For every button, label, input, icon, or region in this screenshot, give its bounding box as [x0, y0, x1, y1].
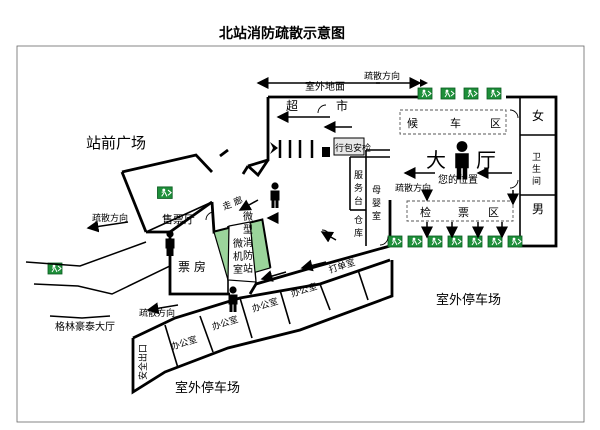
baggage-check-label: 行包安检 — [335, 142, 371, 154]
baggage-check-box — [333, 137, 365, 156]
server-room — [227, 221, 257, 283]
supermarket-label: 超 — [286, 98, 298, 113]
person-icon — [270, 182, 280, 208]
svg-text:机: 机 — [233, 250, 243, 263]
scanner-icon — [322, 147, 330, 157]
you-are-here-person-icon — [455, 141, 469, 180]
gate-arrow-icon — [270, 142, 278, 154]
arrow-head-icon — [420, 79, 428, 87]
svg-text:生: 生 — [532, 163, 541, 175]
svg-text:市: 市 — [336, 98, 348, 113]
svg-text:室: 室 — [233, 263, 243, 276]
svg-text:区: 区 — [490, 117, 501, 130]
service-desk-label: 服 — [354, 170, 363, 181]
evac-direction-label: 疏散方向 — [395, 182, 431, 194]
svg-text:区: 区 — [488, 206, 499, 219]
gates — [278, 140, 314, 158]
svg-text:站: 站 — [243, 262, 253, 275]
ticket-office-label: 票 房 — [178, 259, 206, 274]
evacuation-arrows — [86, 77, 519, 315]
check-area — [406, 200, 514, 222]
svg-text:务: 务 — [354, 182, 363, 194]
waiting-area — [399, 109, 507, 135]
office-label: 办公室 — [210, 313, 239, 333]
mother-baby-room-label: 母 — [372, 185, 381, 196]
toilet-label: 卫 — [532, 153, 541, 163]
you-are-here-label: 您的位置 — [438, 173, 478, 186]
station-square-label: 站前广场 — [86, 134, 146, 152]
check-area-label: 检 — [420, 205, 431, 219]
svg-text:防: 防 — [243, 249, 253, 262]
svg-text:车: 车 — [450, 116, 461, 130]
ticket-hall-label: 售票厅 — [162, 212, 195, 226]
svg-text:消: 消 — [243, 236, 253, 249]
outdoor-ground-label: 室外地面 — [305, 80, 345, 93]
waiting-area-label: 候 — [407, 116, 418, 130]
svg-text:型: 型 — [243, 223, 253, 236]
svg-text:婴: 婴 — [372, 198, 381, 209]
men-toilet-label: 男 — [532, 202, 544, 216]
svg-text:厅: 厅 — [476, 148, 496, 172]
warehouse-label: 仓 — [354, 214, 363, 226]
svg-text:室: 室 — [372, 210, 381, 222]
svg-text:票: 票 — [458, 206, 469, 219]
person-icon — [228, 286, 238, 312]
evac-direction-label: 疏散方向 — [139, 307, 175, 319]
page-title: 北站消防疏散示意图 — [219, 25, 345, 42]
frame — [16, 45, 585, 423]
fire-station-label: 微 — [243, 210, 253, 223]
evac-direction-label: 疏散方向 — [364, 70, 400, 82]
svg-text:间: 间 — [532, 175, 541, 187]
outdoor-parking-label: 室外停车场 — [436, 292, 501, 308]
women-toilet-label: 女 — [532, 108, 544, 123]
hotel-label: 格林豪泰大厅 — [55, 320, 115, 333]
outdoor-parking-label: 室外停车场 — [175, 380, 240, 396]
office-label: 办公室 — [289, 280, 318, 300]
hall-label: 大 — [426, 148, 446, 172]
svg-text:库: 库 — [354, 227, 363, 239]
evac-direction-label: 疏散方向 — [92, 212, 128, 224]
svg-text:台: 台 — [354, 195, 363, 207]
office-label: 办公室 — [169, 333, 198, 353]
safe-exit-label: 安全出口 — [137, 344, 149, 380]
server-room-label: 微 — [233, 237, 243, 250]
office-label: 办公室 — [250, 295, 279, 315]
roads — [25, 241, 171, 319]
